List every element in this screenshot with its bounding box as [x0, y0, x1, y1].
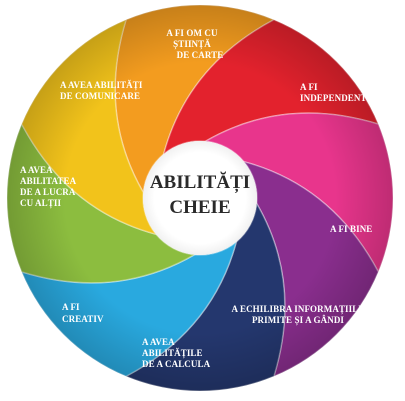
center-disc	[143, 141, 257, 255]
segment-label-informatii-line-1: A ECHILIBRA INFORMAȚIILE	[232, 304, 365, 315]
segment-label-comunicare-line-1: A AVEA ABILITĂȚI	[60, 80, 143, 91]
segment-label-altii-line-1: A AVEA	[20, 165, 53, 175]
segment-label-comunicare-line-2: DE COMUNICARE	[60, 91, 140, 101]
segment-label-independent-line-1: A FI	[300, 82, 318, 92]
segment-label-bine-line-1: A FI BINE	[330, 224, 372, 234]
segment-label-altii-line-3: DE A LUCRA	[20, 187, 76, 197]
segment-label-altii-line-4: CU ALȚII	[20, 198, 61, 209]
segment-label-stiinta-line-1: A FI OM CU	[166, 28, 218, 38]
segment-label-altii-line-2: ABILITATEA	[20, 176, 77, 186]
segment-label-informatii-line-2: PRIMITE ȘI A GÂNDI	[252, 315, 344, 325]
segment-label-calcula-line-1: A AVEA	[142, 337, 175, 347]
segment-label-stiinta-line-2: ȘTIINȚĂ	[173, 39, 211, 50]
segment-label-stiinta-line-3: DE CARTE	[177, 50, 224, 60]
segment-label-independent-line-2: INDEPENDENT	[300, 93, 367, 103]
segment-label-calcula-line-3: DE A CALCULA	[142, 359, 211, 369]
center-title-line1: ABILITĂȚI	[150, 171, 250, 193]
center-title-line2: CHEIE	[169, 197, 230, 218]
segment-label-creativ-line-2: CREATIV	[62, 314, 104, 324]
segment-label-calcula-line-2: ABILITĂȚILE	[142, 348, 203, 359]
segment-label-creativ-line-1: A FI	[62, 302, 80, 312]
